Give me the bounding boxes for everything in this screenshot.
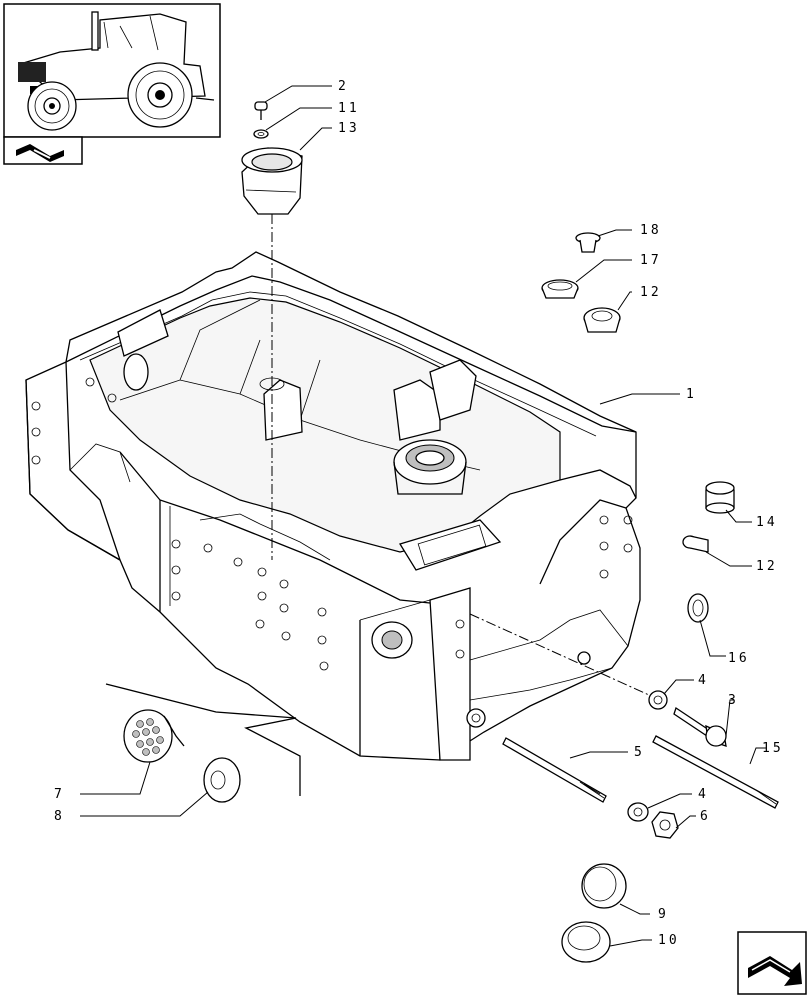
cap-17-part[interactable] <box>541 279 579 299</box>
front-support-housing <box>25 251 641 761</box>
callout-17: 17 <box>640 253 662 268</box>
callout-7: 7 <box>54 787 65 802</box>
bolt-3-part[interactable] <box>673 706 727 747</box>
callout-11: 11 <box>338 101 360 116</box>
filter-7-part[interactable] <box>123 709 185 763</box>
cap-14-part[interactable] <box>705 481 735 514</box>
bushing-part[interactable] <box>241 147 303 215</box>
screw-part[interactable] <box>254 101 268 120</box>
callout-2: 2 <box>338 79 349 94</box>
cap-12-part[interactable] <box>583 307 621 333</box>
callout-15: 15 <box>762 741 784 756</box>
callout-13: 13 <box>338 121 360 136</box>
callout-14: 14 <box>756 515 778 530</box>
callout-4-lower: 4 <box>698 787 709 802</box>
washer-4-upper-part[interactable] <box>648 690 668 710</box>
callout-16: 16 <box>728 651 750 666</box>
stud-5-part[interactable] <box>502 737 607 803</box>
tractor-thumbnail[interactable] <box>3 3 221 165</box>
callout-12-right: 12 <box>756 559 778 574</box>
callout-5: 5 <box>634 745 645 760</box>
callout-12-top: 12 <box>640 285 662 300</box>
callout-6: 6 <box>700 809 711 824</box>
next-page-icon[interactable] <box>737 931 807 995</box>
callout-1: 1 <box>686 387 697 402</box>
plug-18-part[interactable] <box>575 232 601 253</box>
callout-9: 9 <box>658 907 669 922</box>
callout-3: 3 <box>728 693 739 708</box>
stud-15-part[interactable] <box>652 735 779 809</box>
front-face-holes <box>171 539 465 671</box>
bolt-axis-line <box>469 613 661 701</box>
ring-16-part[interactable] <box>687 593 709 623</box>
cap-9-part[interactable] <box>581 863 627 909</box>
cap-10-part[interactable] <box>561 921 611 963</box>
washer-4-lower-part[interactable] <box>627 802 649 822</box>
arrow-icon <box>16 144 64 162</box>
leader-lines <box>80 85 766 947</box>
callout-labels: 2 11 13 18 17 12 1 14 12 16 4 3 5 15 4 6… <box>54 79 784 948</box>
nut-6-part[interactable] <box>651 811 679 839</box>
washer-part[interactable] <box>253 129 269 139</box>
plug-12-part[interactable] <box>682 535 709 553</box>
ring-8-part[interactable] <box>203 757 241 803</box>
callout-4-upper: 4 <box>698 673 709 688</box>
callout-8: 8 <box>54 809 65 824</box>
section-marker <box>105 683 301 796</box>
callout-10: 10 <box>658 933 680 948</box>
callout-18: 18 <box>640 223 662 238</box>
